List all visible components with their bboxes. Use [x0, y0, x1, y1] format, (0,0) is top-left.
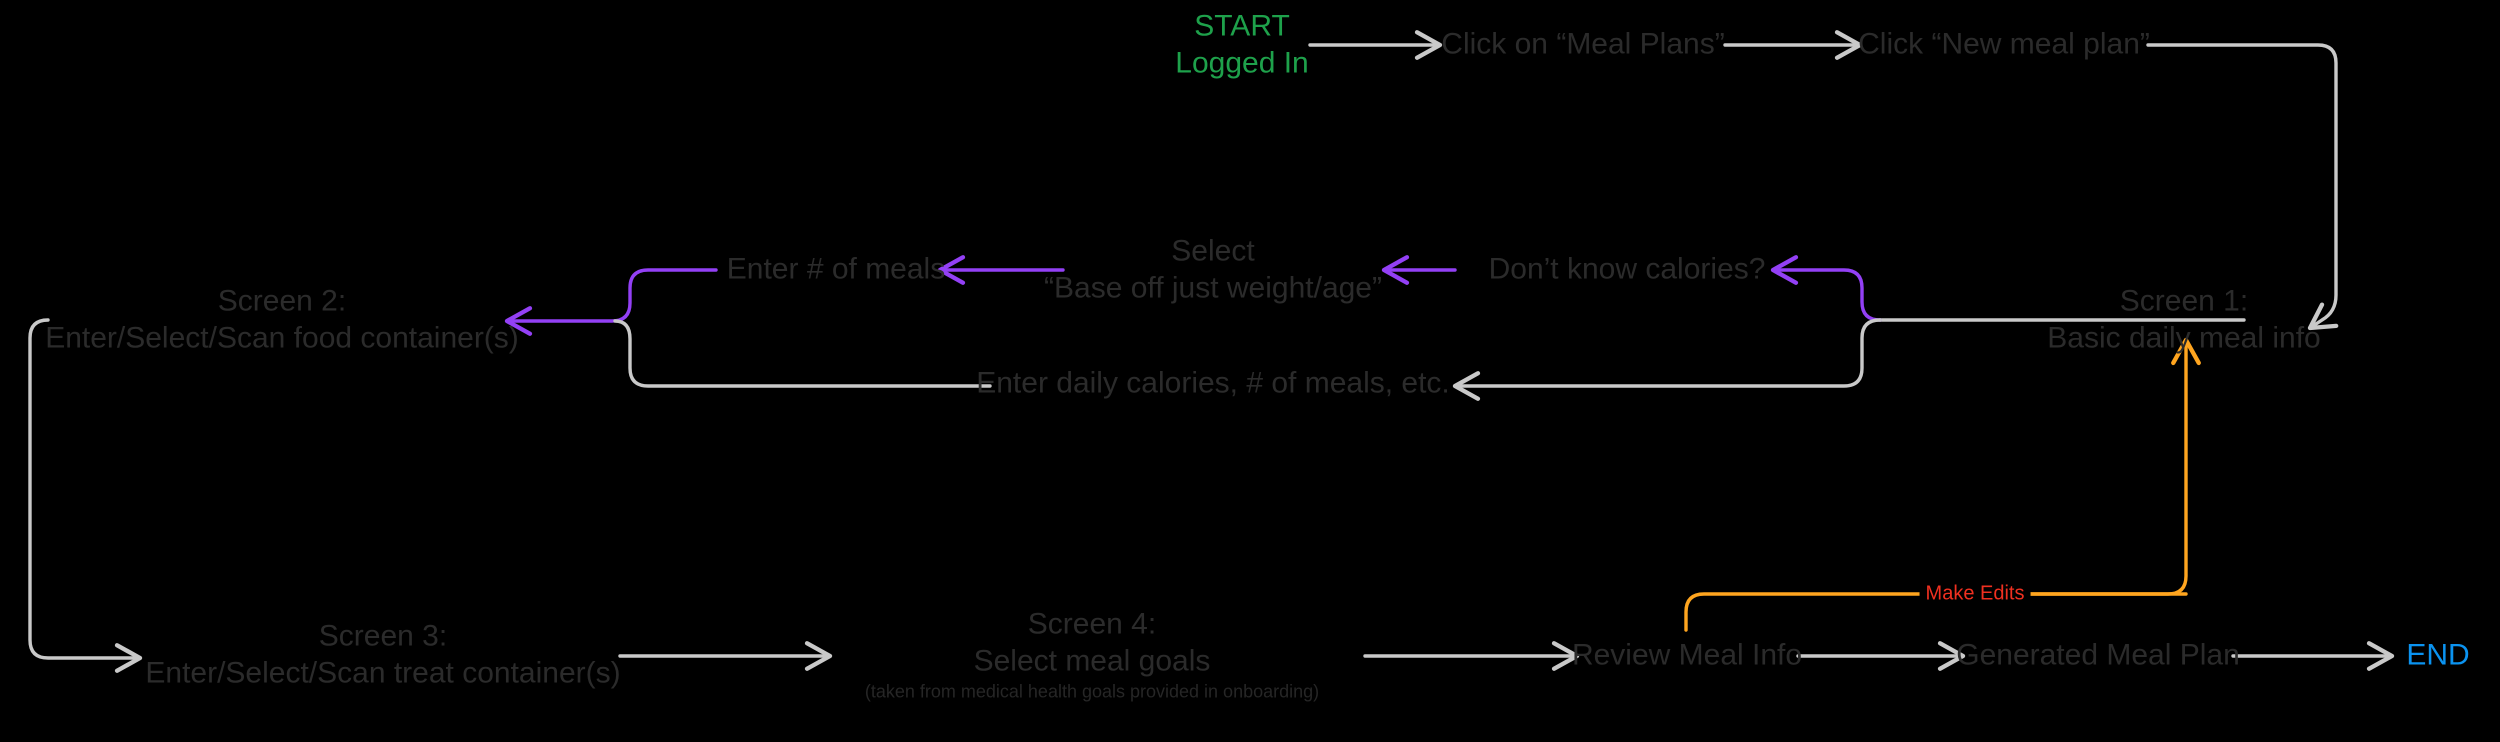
- node-screen1[interactable]: Screen 1: Basic daily meal info: [2047, 283, 2320, 356]
- node-screen3-line1: Screen 3:: [318, 619, 448, 653]
- node-enter-number-of-meals-label: Enter # of meals: [726, 252, 946, 286]
- node-screen3[interactable]: Screen 3: Enter/Select/Scan treat contai…: [145, 618, 620, 691]
- node-enter-number-of-meals[interactable]: Enter # of meals: [727, 252, 945, 289]
- node-click-new-meal-plan[interactable]: Click “New meal plan”: [1858, 27, 2150, 64]
- node-screen4[interactable]: Screen 4: Select meal goals (taken from …: [865, 606, 1319, 703]
- node-screen4-line1: Screen 4:: [1027, 607, 1157, 641]
- node-click-meal-plans-label: Click on “Meal Plans”: [1441, 27, 1725, 61]
- node-dont-know-calories[interactable]: Don’t know calories?: [1489, 252, 1766, 289]
- node-screen4-line2: Select meal goals: [973, 644, 1211, 678]
- connector-make-edits-loop: [1684, 592, 2188, 632]
- node-screen2-line1: Screen 2:: [217, 284, 347, 318]
- node-screen2[interactable]: Screen 2: Enter/Select/Scan food contain…: [45, 283, 519, 356]
- connector-branch-to-enter-daily-calories: [1452, 318, 1882, 401]
- node-select-base-off-line2: “Base off just weight/age”: [1044, 271, 1382, 304]
- node-enter-daily-calories[interactable]: Enter daily calories, # of meals, etc.: [976, 366, 1450, 403]
- node-generated-meal-plan[interactable]: Generated Meal Plan: [1956, 638, 2240, 675]
- node-enter-daily-calories-label: Enter daily calories, # of meals, etc.: [976, 366, 1450, 400]
- node-screen1-line2: Basic daily meal info: [2047, 321, 2321, 354]
- node-select-base-off[interactable]: Select “Base off just weight/age”: [1044, 233, 1382, 306]
- connector-new-plan-to-screen1: [2146, 43, 2339, 331]
- node-generated-meal-plan-label: Generated Meal Plan: [1956, 638, 2240, 672]
- connector-enter-daily-calories-to-screen2: [613, 319, 992, 388]
- connector-screen2-to-screen3: [28, 318, 143, 673]
- node-end[interactable]: END: [2406, 638, 2469, 675]
- node-click-new-meal-plan-label: Click “New meal plan”: [1858, 27, 2150, 61]
- node-start[interactable]: START Logged In: [1175, 8, 1308, 81]
- node-review-meal-info[interactable]: Review Meal Info: [1572, 638, 1802, 675]
- node-select-base-off-line1: Select: [1171, 234, 1255, 268]
- node-screen3-line2: Enter/Select/Scan treat container(s): [145, 656, 621, 689]
- connector-enter-num-meals-to-screen2: [504, 268, 718, 336]
- node-end-label: END: [2406, 638, 2470, 672]
- node-start-line1: START: [1194, 9, 1290, 43]
- node-review-meal-info-label: Review Meal Info: [1571, 638, 1803, 672]
- node-dont-know-calories-label: Don’t know calories?: [1488, 252, 1766, 286]
- node-screen4-subtext: (taken from medical health goals provide…: [864, 681, 1320, 702]
- node-screen2-line2: Enter/Select/Scan food container(s): [45, 321, 519, 354]
- node-screen1-line1: Screen 1:: [2119, 284, 2249, 318]
- edge-label-make-edits[interactable]: Make Edits: [1919, 582, 2031, 606]
- connector-make-edits-to-screen1: [2004, 337, 2201, 596]
- node-click-meal-plans[interactable]: Click on “Meal Plans”: [1441, 27, 1724, 64]
- node-start-line2: Logged In: [1175, 46, 1309, 79]
- connector-branch-to-dont-know-calories: [1770, 255, 1882, 322]
